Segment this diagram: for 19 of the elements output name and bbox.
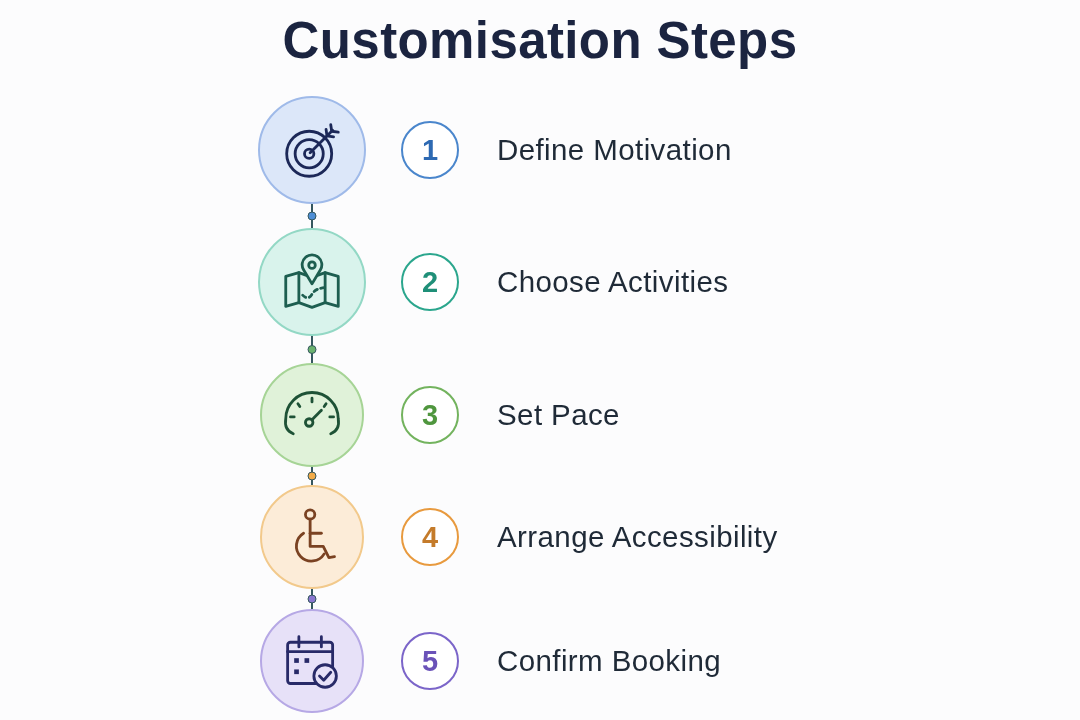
step-number: 5 — [421, 646, 439, 676]
step-label: Confirm Booking — [497, 644, 722, 678]
connector-line — [311, 588, 313, 610]
number-circle — [401, 253, 459, 311]
number-circle — [401, 632, 459, 690]
connector-line — [311, 203, 313, 229]
step-label: Arrange Accessibility — [497, 520, 778, 554]
step-number: 3 — [421, 400, 439, 430]
step-number: 4 — [421, 522, 439, 552]
step-label: Define Motivation — [497, 133, 732, 167]
number-circle — [401, 508, 459, 566]
step-number: 2 — [421, 267, 439, 297]
step-number: 1 — [421, 135, 439, 165]
diagram-title: Customisation Steps — [282, 11, 798, 71]
number-circle — [401, 121, 459, 179]
step-label: Choose Activities — [497, 265, 729, 299]
connector-line — [311, 335, 313, 364]
number-circle — [401, 386, 459, 444]
step-label: Set Pace — [497, 398, 620, 432]
